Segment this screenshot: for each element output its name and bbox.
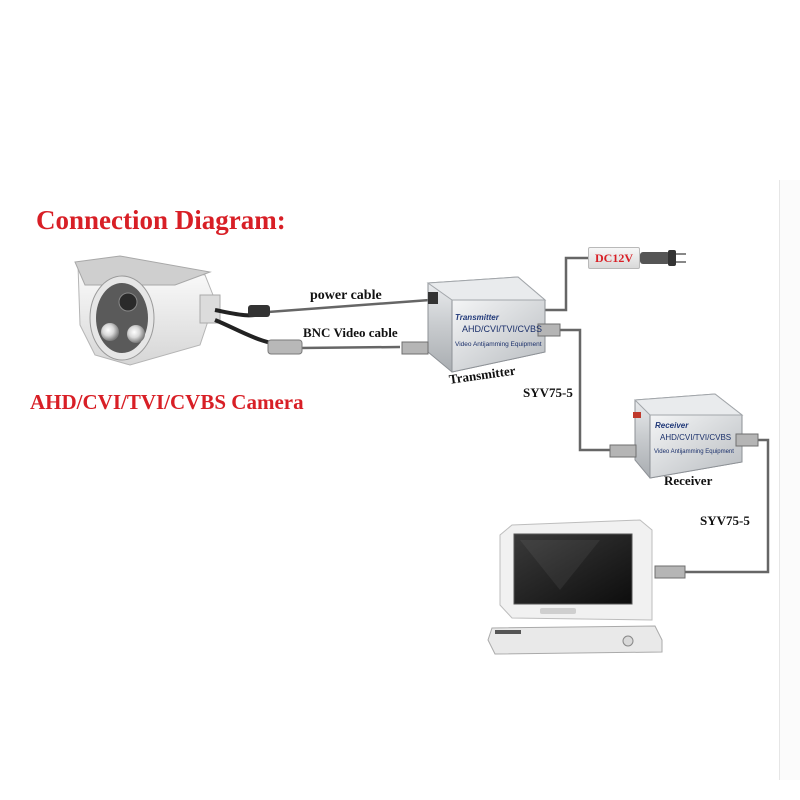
receiver-device: Receiver AHD/CVI/TVI/CVBS Video Antijamm… bbox=[609, 393, 759, 479]
camera-label: AHD/CVI/TVI/CVBS Camera bbox=[30, 390, 304, 414]
dc12v-power-box: DC12V bbox=[588, 247, 640, 269]
transmitter-panel-line1: AHD/CVI/TVI/CVBS bbox=[462, 324, 542, 334]
bnc-video-cable-line bbox=[299, 345, 401, 350]
syv75-cable-2-label: SYV75-5 bbox=[700, 513, 750, 528]
diagram-title: Connection Diagram: bbox=[36, 205, 286, 235]
receiver-panel-line1: AHD/CVI/TVI/CVBS bbox=[660, 433, 731, 442]
transmitter-device: Transmitter AHD/CVI/TVI/CVBS Video Antij… bbox=[401, 276, 561, 373]
power-cable-label: power cable bbox=[310, 288, 382, 303]
power-cable-line bbox=[267, 298, 431, 314]
transmitter-panel-line2: Video Antijamming Equipment bbox=[455, 341, 542, 348]
transmitter-panel-title: Transmitter bbox=[455, 313, 500, 322]
receiver-panel-line2: Video Antijamming Equipment bbox=[654, 449, 734, 455]
right-edge-panel bbox=[779, 180, 800, 780]
bnc-video-cable-label: BNC Video cable bbox=[303, 325, 398, 340]
syv75-cable-2-line bbox=[685, 438, 770, 574]
receiver-panel-title: Receiver bbox=[655, 421, 689, 430]
camera bbox=[74, 255, 303, 366]
monitor-dvr bbox=[487, 519, 686, 655]
syv75-cable-1-line bbox=[560, 328, 618, 452]
power-plug bbox=[640, 250, 686, 266]
dc12v-cable-line bbox=[540, 256, 588, 312]
syv75-cable-1-label: SYV75-5 bbox=[523, 385, 573, 400]
receiver-caption: Receiver bbox=[664, 473, 713, 488]
cables bbox=[267, 256, 770, 574]
